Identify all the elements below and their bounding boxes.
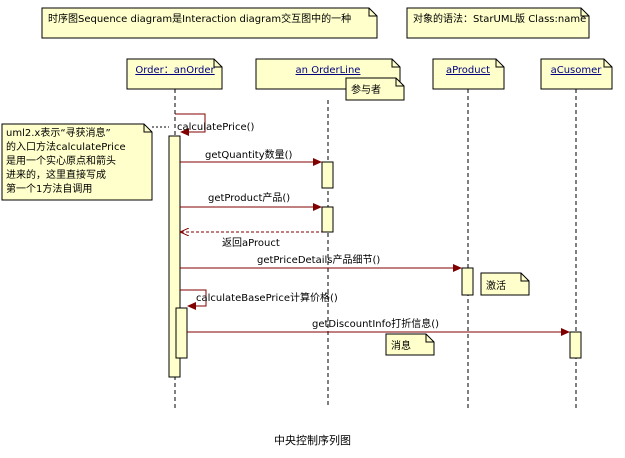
note-participant: 参与者 — [345, 77, 405, 101]
message-calculate-price-label: calculatePrice() — [177, 122, 255, 133]
message-get-price-details-label: getPriceDetails产品细节() — [257, 253, 380, 266]
activation-customer[interactable] — [569, 331, 582, 359]
note-found-line-5: 第一个1方法自调用 — [6, 182, 92, 195]
lifeline-label-customer: aCusomer — [551, 65, 603, 76]
message-calculate-price-arrow[interactable] — [175, 113, 206, 136]
note-top-left: 时序图Sequence diagram是Interaction diagram交… — [41, 7, 378, 39]
activation-orderline-product[interactable] — [321, 206, 334, 233]
diagram-caption: 中央控制序列图 — [274, 434, 351, 447]
note-top-left-text: 时序图Sequence diagram是Interaction diagram交… — [48, 12, 351, 25]
note-message-text: 消息 — [391, 339, 411, 352]
message-calculate-base-price-label: calculateBasePrice计算价格() — [196, 291, 338, 304]
note-found-line-3: 是用一个实心原点和箭头 — [6, 154, 116, 167]
activation-order-nested[interactable] — [175, 307, 188, 359]
message-get-product-label: getProduct产品() — [208, 191, 290, 204]
note-activation-text: 激活 — [486, 279, 506, 292]
lifeline-label-orderline: an OrderLine — [296, 65, 361, 76]
note-found-message: uml2.x表示“寻获消息” 的入口方法calculatePrice 是用一个实… — [1, 123, 153, 201]
note-found-line-1: uml2.x表示“寻获消息” — [6, 126, 111, 139]
note-activation: 激活 — [480, 272, 530, 296]
note-participant-text: 参与者 — [351, 83, 381, 96]
lifeline-head-customer[interactable]: aCusomer — [540, 58, 613, 90]
lifeline-label-product: aProduct — [446, 65, 490, 76]
message-get-discount-info-label: getDiscountInfo打折信息() — [312, 317, 439, 330]
note-top-right: 对象的语法：StarUML版 Class:name — [406, 7, 590, 39]
note-found-line-2: 的入口方法calculatePrice — [6, 140, 126, 153]
note-top-right-text: 对象的语法：StarUML版 Class:name — [413, 12, 586, 25]
lifeline-head-product[interactable]: aProduct — [432, 58, 505, 90]
message-return-product-label: 返回aProuct — [222, 237, 280, 249]
note-found-line-4: 进来的，这里直接写成 — [6, 168, 106, 181]
lifeline-label-order: Order：anOrder — [135, 65, 215, 76]
activation-orderline-quantity[interactable] — [321, 161, 334, 189]
activation-order-main[interactable] — [168, 135, 181, 378]
message-calculate-base-price-arrow[interactable] — [180, 289, 207, 310]
note-message: 消息 — [385, 333, 435, 356]
message-get-quantity-label: getQuantity数量() — [205, 148, 293, 161]
lifeline-head-order[interactable]: Order：anOrder — [126, 58, 223, 90]
activation-product[interactable] — [461, 267, 474, 296]
